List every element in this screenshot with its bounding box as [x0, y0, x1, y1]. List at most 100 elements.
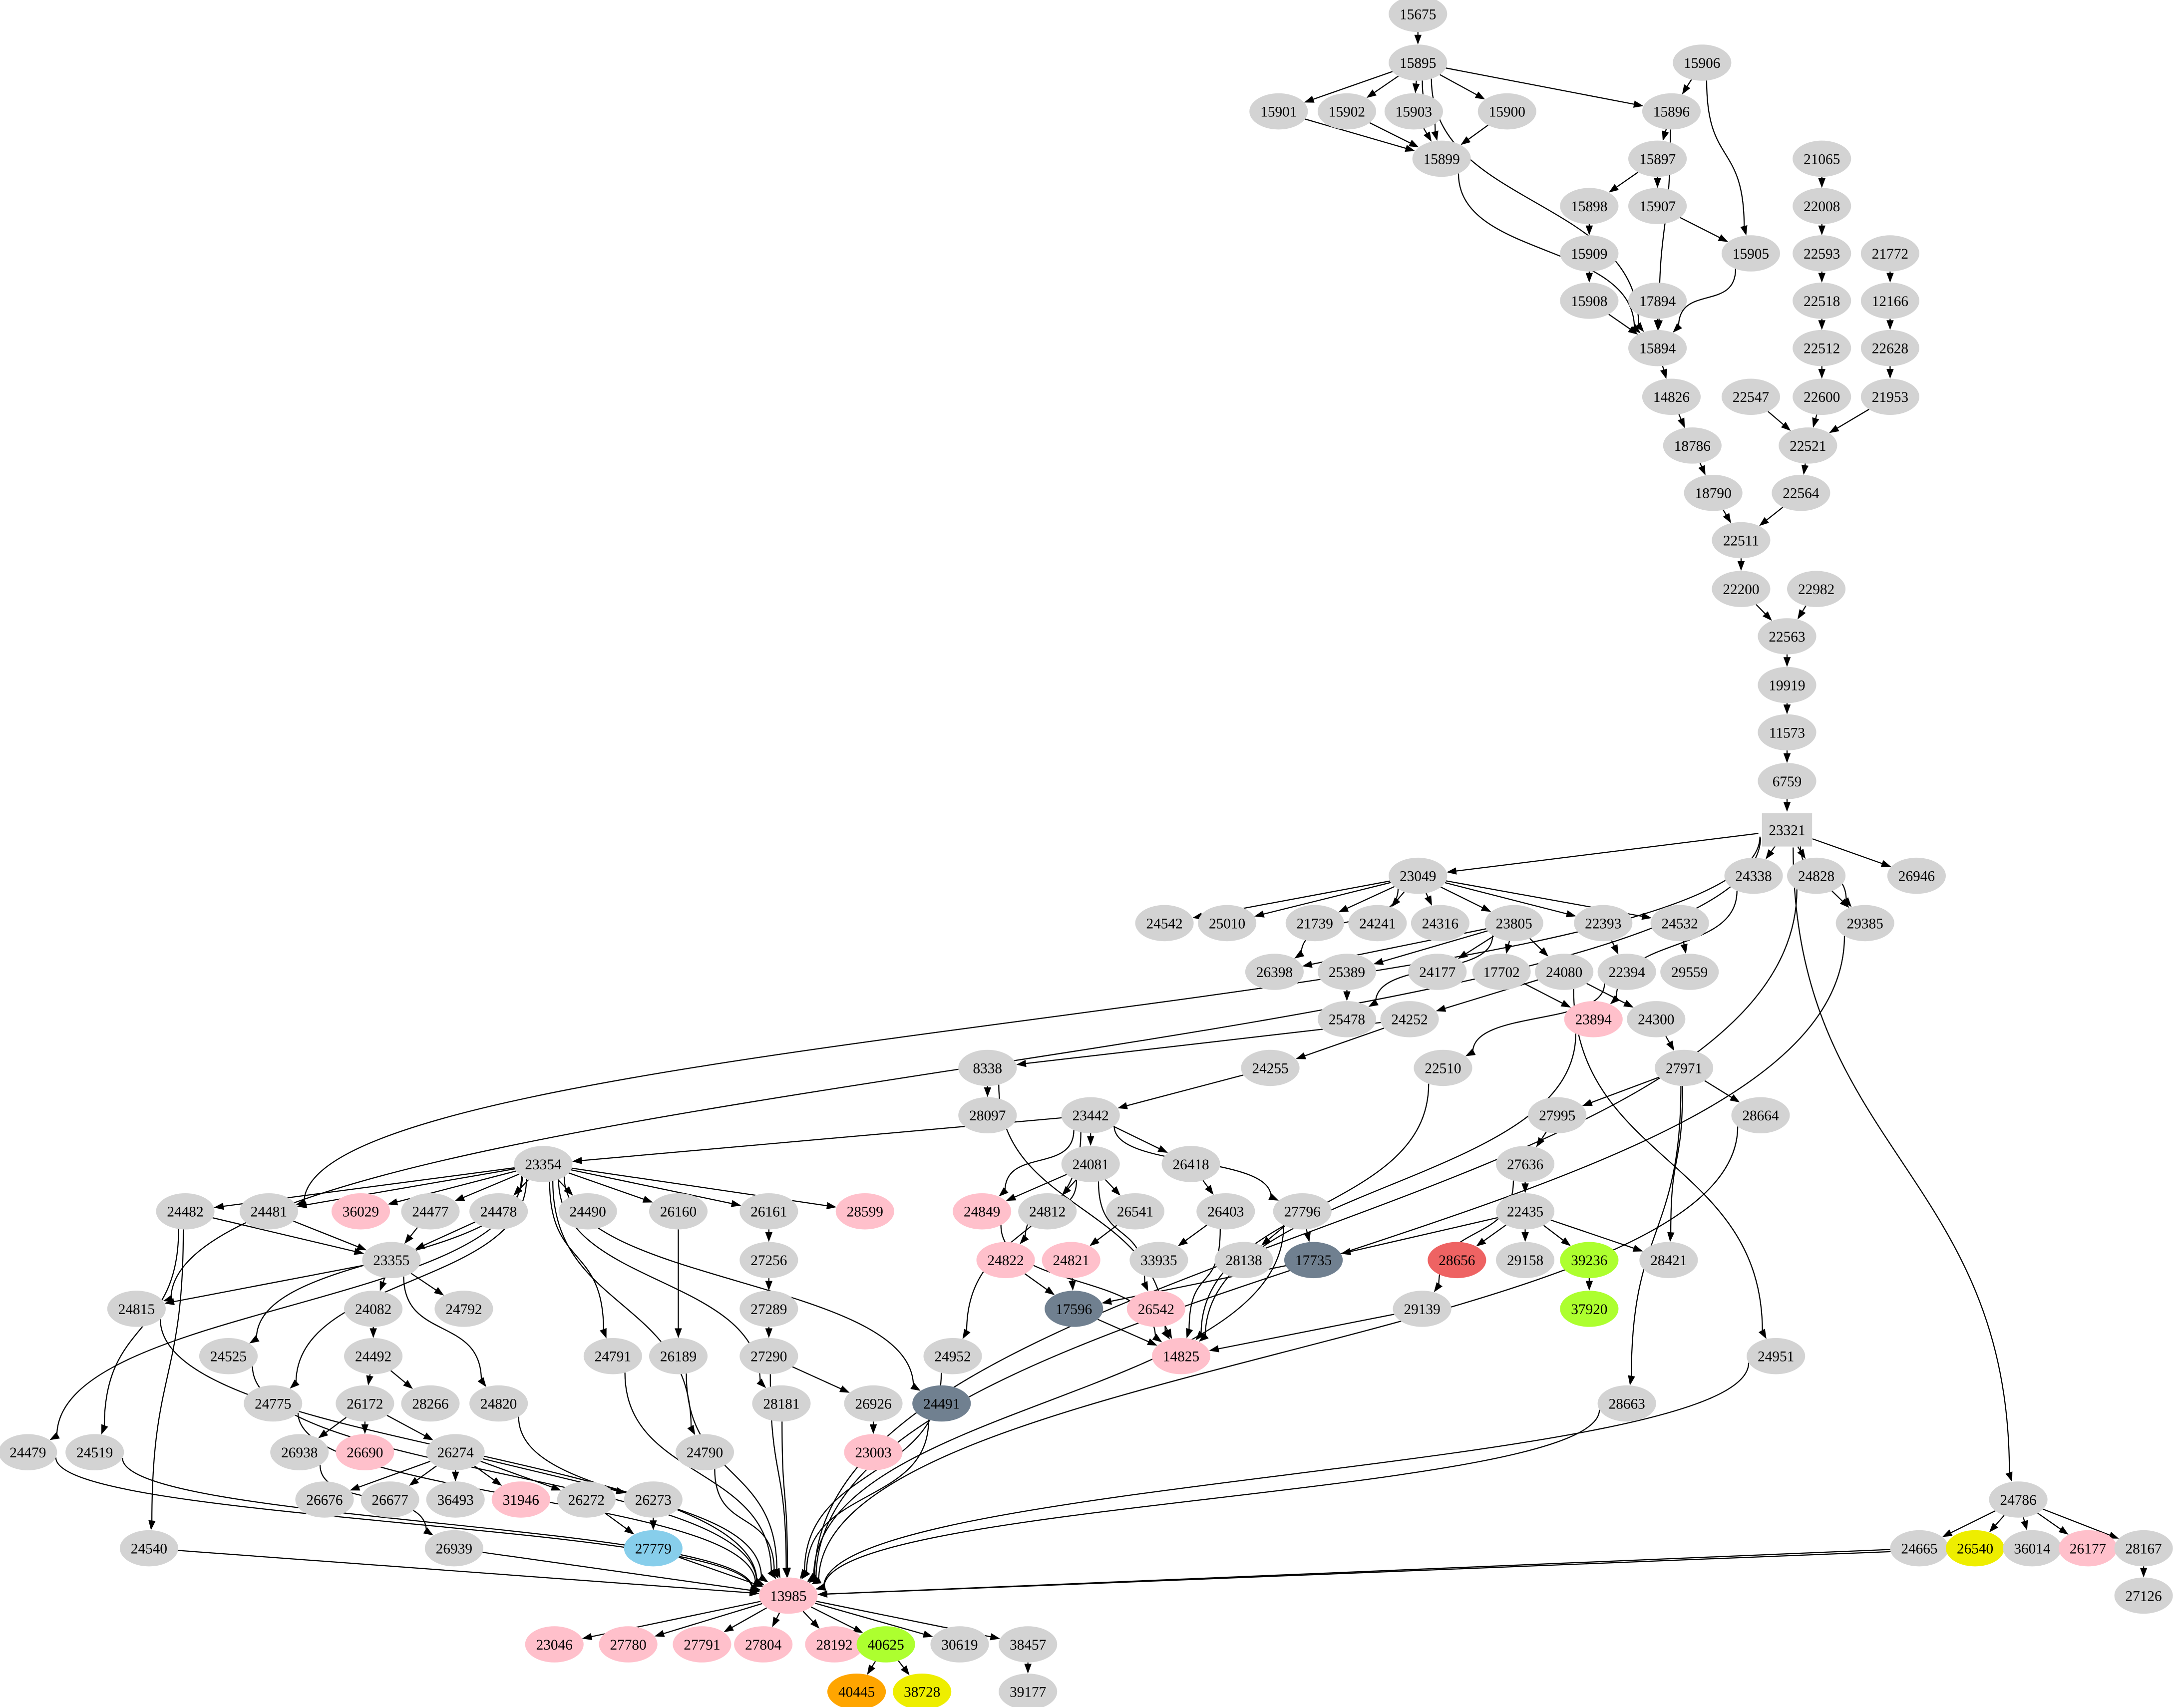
node-24542[interactable]: 24542 [1135, 905, 1194, 942]
node-26160[interactable]: 26160 [649, 1193, 708, 1230]
node-22593[interactable]: 22593 [1793, 235, 1851, 272]
node-28664[interactable]: 28664 [1731, 1097, 1790, 1134]
node-24300[interactable]: 24300 [1627, 1001, 1686, 1037]
node-29385[interactable]: 29385 [1835, 905, 1894, 942]
node-15903[interactable]: 15903 [1384, 93, 1443, 130]
node-29559[interactable]: 29559 [1660, 954, 1719, 990]
node-21772[interactable]: 21772 [1860, 235, 1919, 272]
node-24479[interactable]: 24479 [0, 1434, 57, 1470]
node-27995[interactable]: 27995 [1528, 1097, 1587, 1134]
node-26273[interactable]: 26273 [624, 1481, 683, 1518]
node-28167[interactable]: 28167 [2114, 1530, 2173, 1567]
node-29139[interactable]: 29139 [1393, 1291, 1452, 1327]
node-24080[interactable]: 24080 [1535, 954, 1594, 990]
node-28599[interactable]: 28599 [835, 1193, 894, 1230]
node-21065[interactable]: 21065 [1793, 140, 1851, 177]
node-22393[interactable]: 22393 [1574, 905, 1633, 942]
node-23321[interactable]: 23321 [1762, 813, 1813, 847]
node-24241[interactable]: 24241 [1348, 905, 1407, 942]
node-26418[interactable]: 26418 [1161, 1146, 1220, 1182]
node-23003[interactable]: 23003 [844, 1434, 903, 1470]
node-6759[interactable]: 6759 [1758, 763, 1817, 799]
node-23894[interactable]: 23894 [1564, 1001, 1623, 1037]
node-39236[interactable]: 39236 [1560, 1242, 1619, 1279]
node-27971[interactable]: 27971 [1654, 1049, 1714, 1086]
node-24532[interactable]: 24532 [1650, 905, 1709, 942]
node-15902[interactable]: 15902 [1317, 93, 1377, 130]
node-15895[interactable]: 15895 [1389, 44, 1448, 81]
node-23805[interactable]: 23805 [1484, 905, 1543, 942]
node-21953[interactable]: 21953 [1860, 378, 1919, 415]
node-31946[interactable]: 31946 [491, 1481, 550, 1518]
node-24082[interactable]: 24082 [344, 1291, 403, 1327]
node-22628[interactable]: 22628 [1860, 330, 1919, 366]
node-24791[interactable]: 24791 [583, 1338, 642, 1374]
node-24255[interactable]: 24255 [1241, 1049, 1300, 1086]
node-8338[interactable]: 8338 [958, 1049, 1017, 1086]
node-27290[interactable]: 27290 [739, 1338, 798, 1374]
node-24786[interactable]: 24786 [1989, 1481, 2048, 1518]
node-26677[interactable]: 26677 [361, 1481, 419, 1518]
node-37920[interactable]: 37920 [1560, 1291, 1619, 1327]
node-26939[interactable]: 26939 [424, 1530, 483, 1567]
node-39177[interactable]: 39177 [999, 1674, 1058, 1707]
node-24316[interactable]: 24316 [1411, 905, 1469, 942]
node-26274[interactable]: 26274 [426, 1434, 485, 1470]
node-25478[interactable]: 25478 [1317, 1001, 1377, 1037]
node-38728[interactable]: 38728 [893, 1674, 952, 1707]
node-26172[interactable]: 26172 [336, 1385, 394, 1422]
node-14825[interactable]: 14825 [1151, 1338, 1211, 1374]
node-22547[interactable]: 22547 [1721, 378, 1781, 415]
node-17735[interactable]: 17735 [1284, 1242, 1343, 1279]
node-26189[interactable]: 26189 [649, 1338, 708, 1374]
node-24338[interactable]: 24338 [1724, 857, 1783, 894]
node-27796[interactable]: 27796 [1273, 1193, 1332, 1230]
node-27636[interactable]: 27636 [1495, 1146, 1555, 1182]
node-15898[interactable]: 15898 [1560, 188, 1619, 224]
node-24665[interactable]: 24665 [1890, 1530, 1949, 1567]
node-24820[interactable]: 24820 [469, 1385, 528, 1422]
node-40625[interactable]: 40625 [856, 1626, 915, 1663]
node-26540[interactable]: 26540 [1945, 1530, 2005, 1567]
node-27780[interactable]: 27780 [599, 1626, 658, 1663]
node-26926[interactable]: 26926 [844, 1385, 903, 1422]
node-24177[interactable]: 24177 [1408, 954, 1467, 990]
node-22510[interactable]: 22510 [1414, 1049, 1472, 1086]
node-36014[interactable]: 36014 [2003, 1530, 2062, 1567]
node-24952[interactable]: 24952 [923, 1338, 982, 1374]
node-25010[interactable]: 25010 [1198, 905, 1257, 942]
node-22512[interactable]: 22512 [1793, 330, 1851, 366]
node-25389[interactable]: 25389 [1317, 954, 1377, 990]
node-24849[interactable]: 24849 [953, 1193, 1012, 1230]
node-24815[interactable]: 24815 [107, 1291, 166, 1327]
node-24525[interactable]: 24525 [199, 1338, 258, 1374]
node-22521[interactable]: 22521 [1779, 427, 1837, 464]
node-13985[interactable]: 13985 [759, 1577, 818, 1614]
node-28192[interactable]: 28192 [805, 1626, 864, 1663]
node-40445[interactable]: 40445 [827, 1674, 886, 1707]
node-28266[interactable]: 28266 [401, 1385, 460, 1422]
node-24490[interactable]: 24490 [558, 1193, 617, 1230]
node-24081[interactable]: 24081 [1061, 1146, 1120, 1182]
node-18790[interactable]: 18790 [1684, 474, 1743, 511]
node-36493[interactable]: 36493 [426, 1481, 485, 1518]
node-15905[interactable]: 15905 [1721, 235, 1781, 272]
node-22008[interactable]: 22008 [1793, 188, 1851, 224]
node-28656[interactable]: 28656 [1428, 1242, 1486, 1279]
node-23442[interactable]: 23442 [1061, 1097, 1120, 1134]
node-24821[interactable]: 24821 [1042, 1242, 1100, 1279]
node-22394[interactable]: 22394 [1597, 954, 1656, 990]
node-28663[interactable]: 28663 [1597, 1385, 1656, 1422]
node-14826[interactable]: 14826 [1642, 378, 1701, 415]
node-15908[interactable]: 15908 [1560, 283, 1619, 319]
node-24951[interactable]: 24951 [1747, 1338, 1806, 1374]
node-15899[interactable]: 15899 [1412, 140, 1471, 177]
node-24790[interactable]: 24790 [675, 1434, 734, 1470]
node-22511[interactable]: 22511 [1712, 522, 1771, 559]
node-24481[interactable]: 24481 [239, 1193, 298, 1230]
node-24812[interactable]: 24812 [1018, 1193, 1077, 1230]
node-17894[interactable]: 17894 [1628, 283, 1687, 319]
node-15675[interactable]: 15675 [1389, 0, 1448, 32]
node-36029[interactable]: 36029 [331, 1193, 390, 1230]
node-15894[interactable]: 15894 [1628, 330, 1687, 366]
